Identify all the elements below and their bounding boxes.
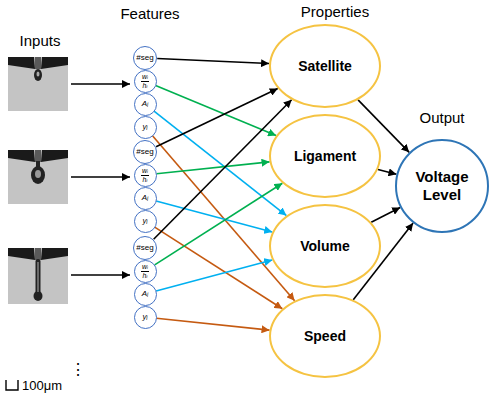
connector xyxy=(378,170,396,175)
node-content: yᵢ xyxy=(143,313,148,321)
column-heading: Inputs xyxy=(20,33,61,50)
feature-circle: Aᵢ xyxy=(134,187,157,210)
output-circle: Voltage Level xyxy=(395,139,489,233)
connector xyxy=(371,207,400,222)
node-content: Aᵢ xyxy=(142,290,148,298)
property-ellipse: Volume xyxy=(269,204,381,288)
feature-circle: wᵢhᵢ xyxy=(134,260,157,283)
node-text: Aᵢ xyxy=(142,290,148,298)
node-content: Satellite xyxy=(298,58,352,74)
feature-circle: yᵢ xyxy=(134,210,157,233)
feature-circle: #seg xyxy=(133,236,158,261)
property-ellipse: Ligament xyxy=(269,114,381,198)
nozzle-bore xyxy=(35,248,41,260)
droplet-highlight xyxy=(35,170,41,178)
node-text: hᵢ xyxy=(143,176,148,184)
node-content: wᵢhᵢ xyxy=(141,167,149,183)
connector xyxy=(156,89,278,147)
feature-circle: yᵢ xyxy=(134,116,157,139)
connector xyxy=(156,318,269,330)
node-text: Voltage Level xyxy=(403,168,481,204)
droplet xyxy=(34,291,43,301)
feature-circle: Aᵢ xyxy=(134,93,157,116)
node-content: yᵢ xyxy=(143,217,148,225)
node-content: Aᵢ xyxy=(142,100,148,108)
node-content: yᵢ xyxy=(143,123,148,131)
node-content: Aᵢ xyxy=(142,194,148,202)
node-content: Speed xyxy=(304,328,346,344)
property-ellipse: Speed xyxy=(269,294,381,378)
input-arrow xyxy=(71,176,130,178)
connector xyxy=(155,227,283,309)
node-text: yᵢ xyxy=(143,123,148,131)
feature-circle: #seg xyxy=(133,140,158,165)
droplet-photo xyxy=(8,57,68,111)
node-text: wᵢ xyxy=(141,167,149,176)
scale-bar xyxy=(6,380,18,390)
nozzle xyxy=(41,248,68,260)
input-arrow xyxy=(71,83,130,85)
node-content: wᵢhᵢ xyxy=(141,263,149,279)
node-content: #seg xyxy=(136,54,153,62)
node-text: Aᵢ xyxy=(142,194,148,202)
connector xyxy=(156,85,276,135)
node-text: Volume xyxy=(300,238,350,254)
nozzle-bore xyxy=(35,57,41,69)
node-text: hᵢ xyxy=(143,272,148,280)
nozzle xyxy=(41,57,68,69)
nozzle xyxy=(8,150,35,162)
node-text: #seg xyxy=(136,148,153,156)
connector xyxy=(157,59,269,64)
property-ellipse: Satellite xyxy=(269,24,381,108)
droplet-photo xyxy=(8,150,68,204)
ligament xyxy=(36,259,41,295)
nozzle xyxy=(8,57,35,69)
ligament-highlight xyxy=(37,262,38,292)
nozzle xyxy=(8,248,35,260)
node-content: Voltage Level xyxy=(403,168,481,204)
node-text: #seg xyxy=(136,244,153,252)
droplet xyxy=(34,69,42,81)
column-heading: Properties xyxy=(301,4,369,21)
node-text: yᵢ xyxy=(143,313,148,321)
photo-ground xyxy=(8,248,68,304)
droplet xyxy=(31,166,45,184)
nozzle-bore xyxy=(35,150,41,162)
node-text: Satellite xyxy=(298,58,352,74)
connector xyxy=(154,100,292,240)
node-content: Ligament xyxy=(294,148,356,164)
node-text: hᵢ xyxy=(143,82,148,90)
connector xyxy=(155,183,283,265)
node-text: #seg xyxy=(136,54,153,62)
node-content: wᵢhᵢ xyxy=(141,73,149,89)
scale-label: 100μm xyxy=(22,379,62,393)
nozzle xyxy=(41,150,68,162)
droplet-highlight xyxy=(37,72,40,77)
node-content: #seg xyxy=(136,148,153,156)
feature-circle: wᵢhᵢ xyxy=(134,70,157,93)
input-arrow xyxy=(71,274,130,276)
feature-circle: Aᵢ xyxy=(134,283,157,306)
ellipsis-mark: ⋮ xyxy=(70,361,86,379)
node-text: wᵢ xyxy=(141,263,149,272)
feature-circle: #seg xyxy=(133,46,158,71)
node-text: Speed xyxy=(304,328,346,344)
photo-ground xyxy=(8,57,68,111)
node-text: wᵢ xyxy=(141,73,149,82)
connector xyxy=(154,111,286,215)
connector xyxy=(156,162,269,174)
feature-circle: wᵢhᵢ xyxy=(134,164,157,187)
column-heading: Output xyxy=(419,110,464,127)
node-content: #seg xyxy=(136,244,153,252)
node-text: Ligament xyxy=(294,148,356,164)
connector xyxy=(156,260,272,291)
feature-circle: yᵢ xyxy=(134,306,157,329)
column-heading: Features xyxy=(120,6,179,23)
node-content: Volume xyxy=(300,238,350,254)
droplet-photo xyxy=(8,248,68,304)
photo-ground xyxy=(8,150,68,204)
node-text: yᵢ xyxy=(143,217,148,225)
node-text: Aᵢ xyxy=(142,100,148,108)
